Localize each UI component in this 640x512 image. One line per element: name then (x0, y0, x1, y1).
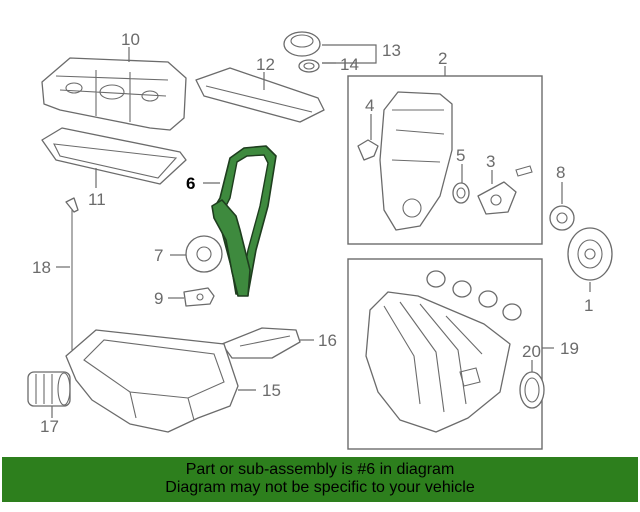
intake-port-gaskets[interactable] (426, 270, 522, 321)
callout-11[interactable]: 11 (88, 190, 106, 209)
oil-dipstick[interactable] (65, 197, 79, 350)
callout-19[interactable]: 19 (560, 339, 579, 358)
crankshaft-pulley[interactable] (567, 227, 613, 281)
callout-13[interactable]: 13 (382, 41, 401, 60)
banner-line-2: Diagram may not be specific to your vehi… (165, 479, 475, 496)
callout-18[interactable]: 18 (32, 258, 51, 277)
callout-3[interactable]: 3 (486, 152, 495, 171)
chain-tensioner[interactable] (183, 287, 215, 307)
callout-10[interactable]: 10 (121, 30, 140, 49)
head-cover-plate[interactable] (195, 67, 325, 123)
intake-manifold-group-frame (347, 258, 543, 450)
callout-2[interactable]: 2 (438, 49, 447, 68)
callout-6[interactable]: 6 (186, 174, 195, 193)
callout-15[interactable]: 15 (262, 381, 281, 400)
head-cover-gasket[interactable] (41, 127, 187, 185)
oil-filter[interactable] (27, 371, 71, 407)
callout-5[interactable]: 5 (456, 146, 465, 165)
callout-12[interactable]: 12 (256, 55, 275, 74)
baffle-plate[interactable] (221, 327, 301, 359)
cylinder-head-cover[interactable] (41, 57, 187, 131)
leader-13 (322, 44, 377, 64)
oil-filler-cap[interactable] (283, 31, 321, 57)
parts-diagram: 10 12 13 14 11 6 7 9 (27, 30, 613, 450)
callout-7[interactable]: 7 (154, 246, 163, 265)
callout-1[interactable]: 1 (584, 296, 593, 315)
callout-8[interactable]: 8 (556, 163, 565, 182)
callout-4[interactable]: 4 (365, 96, 374, 115)
highlight-banner: Part or sub-assembly is #6 in diagram Di… (2, 457, 638, 502)
callout-16[interactable]: 16 (318, 331, 337, 350)
callout-20[interactable]: 20 (522, 342, 541, 361)
callout-17[interactable]: 17 (40, 417, 59, 436)
chain-case-gasket[interactable] (357, 139, 379, 161)
timing-chain-case[interactable] (379, 91, 453, 231)
callout-14[interactable]: 14 (340, 55, 359, 74)
throttle-body-gasket[interactable] (519, 371, 545, 409)
timing-chain[interactable] (211, 145, 277, 297)
intake-manifold[interactable] (365, 291, 511, 433)
oil-seal[interactable] (452, 182, 470, 204)
filler-cap-gasket[interactable] (298, 59, 320, 73)
timing-cover-plate[interactable] (477, 165, 533, 215)
crank-sprocket[interactable] (185, 235, 223, 273)
oil-pan[interactable] (65, 329, 239, 433)
pump-sprocket[interactable] (549, 205, 575, 231)
banner-line-1: Part or sub-assembly is #6 in diagram (185, 461, 455, 478)
callout-9[interactable]: 9 (154, 289, 163, 308)
